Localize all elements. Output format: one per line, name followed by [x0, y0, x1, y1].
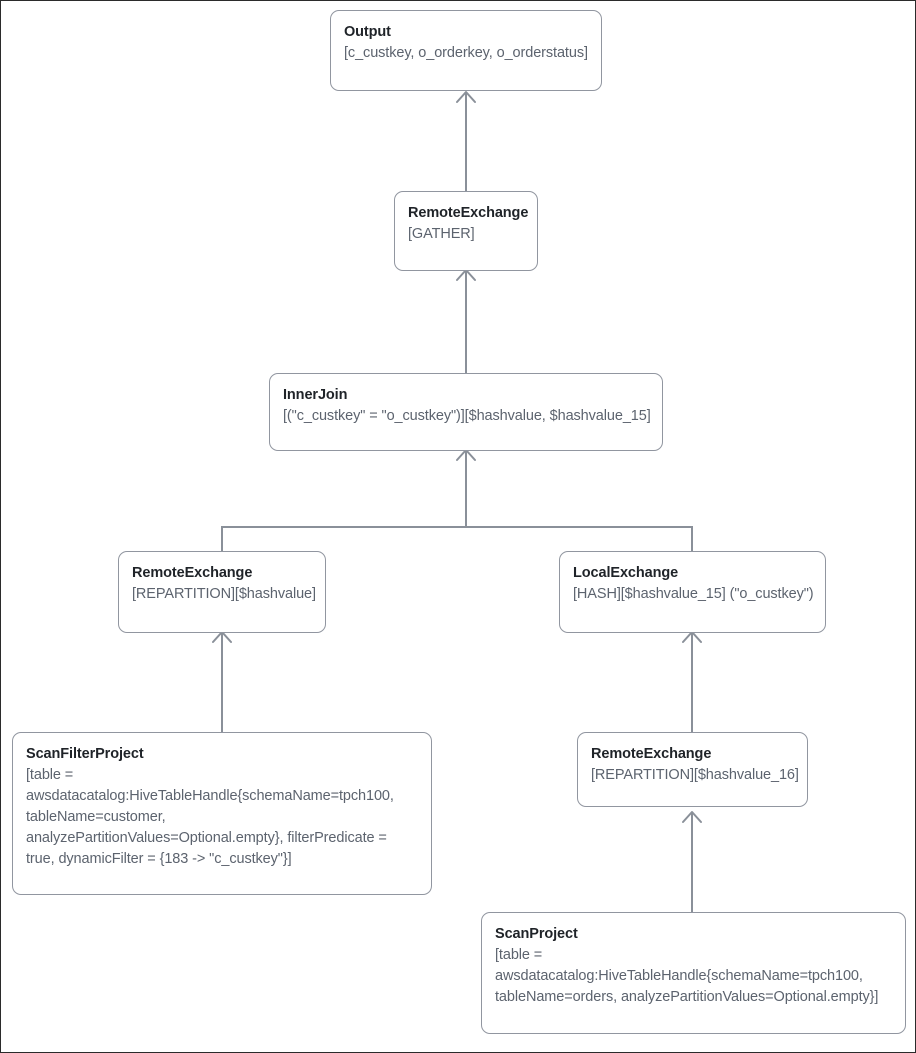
node-inner-join[interactable]: InnerJoin [("c_custkey" = "o_custkey")][… [269, 373, 663, 451]
node-scan-filter-project-detail: [table = awsdatacatalog:HiveTableHandle{… [26, 767, 394, 867]
edge-remote-repartition-to-inner-join [221, 526, 466, 551]
node-remote-exchange-repartition-hashvalue-16[interactable]: RemoteExchange [REPARTITION][$hashvalue_… [577, 732, 808, 807]
node-output-title: Output [344, 24, 391, 40]
node-remote-exchange-gather[interactable]: RemoteExchange [GATHER] [394, 191, 538, 271]
edge-remote-gather-to-output [456, 91, 476, 191]
node-remote-exchange-repartition-hashvalue-title: RemoteExchange [132, 565, 253, 581]
node-output[interactable]: Output [c_custkey, o_orderkey, o_orderst… [330, 10, 602, 91]
node-remote-exchange-repartition-hashvalue-16-title: RemoteExchange [591, 746, 712, 762]
node-output-detail: [c_custkey, o_orderkey, o_orderstatus] [344, 45, 588, 61]
edge-inner-join-to-remote-gather [456, 269, 476, 373]
node-local-exchange-hash-title: LocalExchange [573, 565, 679, 581]
node-remote-exchange-gather-detail: [GATHER] [408, 226, 475, 242]
node-scan-filter-project-title: ScanFilterProject [26, 746, 144, 762]
node-local-exchange-hash[interactable]: LocalExchange [HASH][$hashvalue_15] ("o_… [559, 551, 826, 633]
node-remote-exchange-repartition-hashvalue-detail: [REPARTITION][$hashvalue] [132, 586, 316, 602]
edge-bus-to-inner-join [456, 449, 476, 527]
edge-scan-filter-project-to-remote-repartition [212, 631, 232, 732]
node-inner-join-title: InnerJoin [283, 387, 348, 403]
node-scan-project[interactable]: ScanProject [table = awsdatacatalog:Hive… [481, 912, 906, 1034]
node-remote-exchange-gather-title: RemoteExchange [408, 205, 529, 221]
node-remote-exchange-repartition-hashvalue-16-detail: [REPARTITION][$hashvalue_16] [591, 767, 799, 783]
node-local-exchange-hash-detail: [HASH][$hashvalue_15] ("o_custkey") [573, 586, 814, 602]
node-remote-exchange-repartition-hashvalue[interactable]: RemoteExchange [REPARTITION][$hashvalue] [118, 551, 326, 633]
edge-local-exchange-to-inner-join [466, 526, 693, 551]
node-scan-project-detail: [table = awsdatacatalog:HiveTableHandle{… [495, 947, 879, 1005]
node-scan-filter-project[interactable]: ScanFilterProject [table = awsdatacatalo… [12, 732, 432, 895]
edge-scan-project-to-remote-repartition-16 [682, 811, 702, 912]
node-scan-project-title: ScanProject [495, 926, 578, 942]
edge-remote-repartition-16-to-local-exchange [682, 631, 702, 732]
node-inner-join-detail: [("c_custkey" = "o_custkey")][$hashvalue… [283, 408, 651, 424]
